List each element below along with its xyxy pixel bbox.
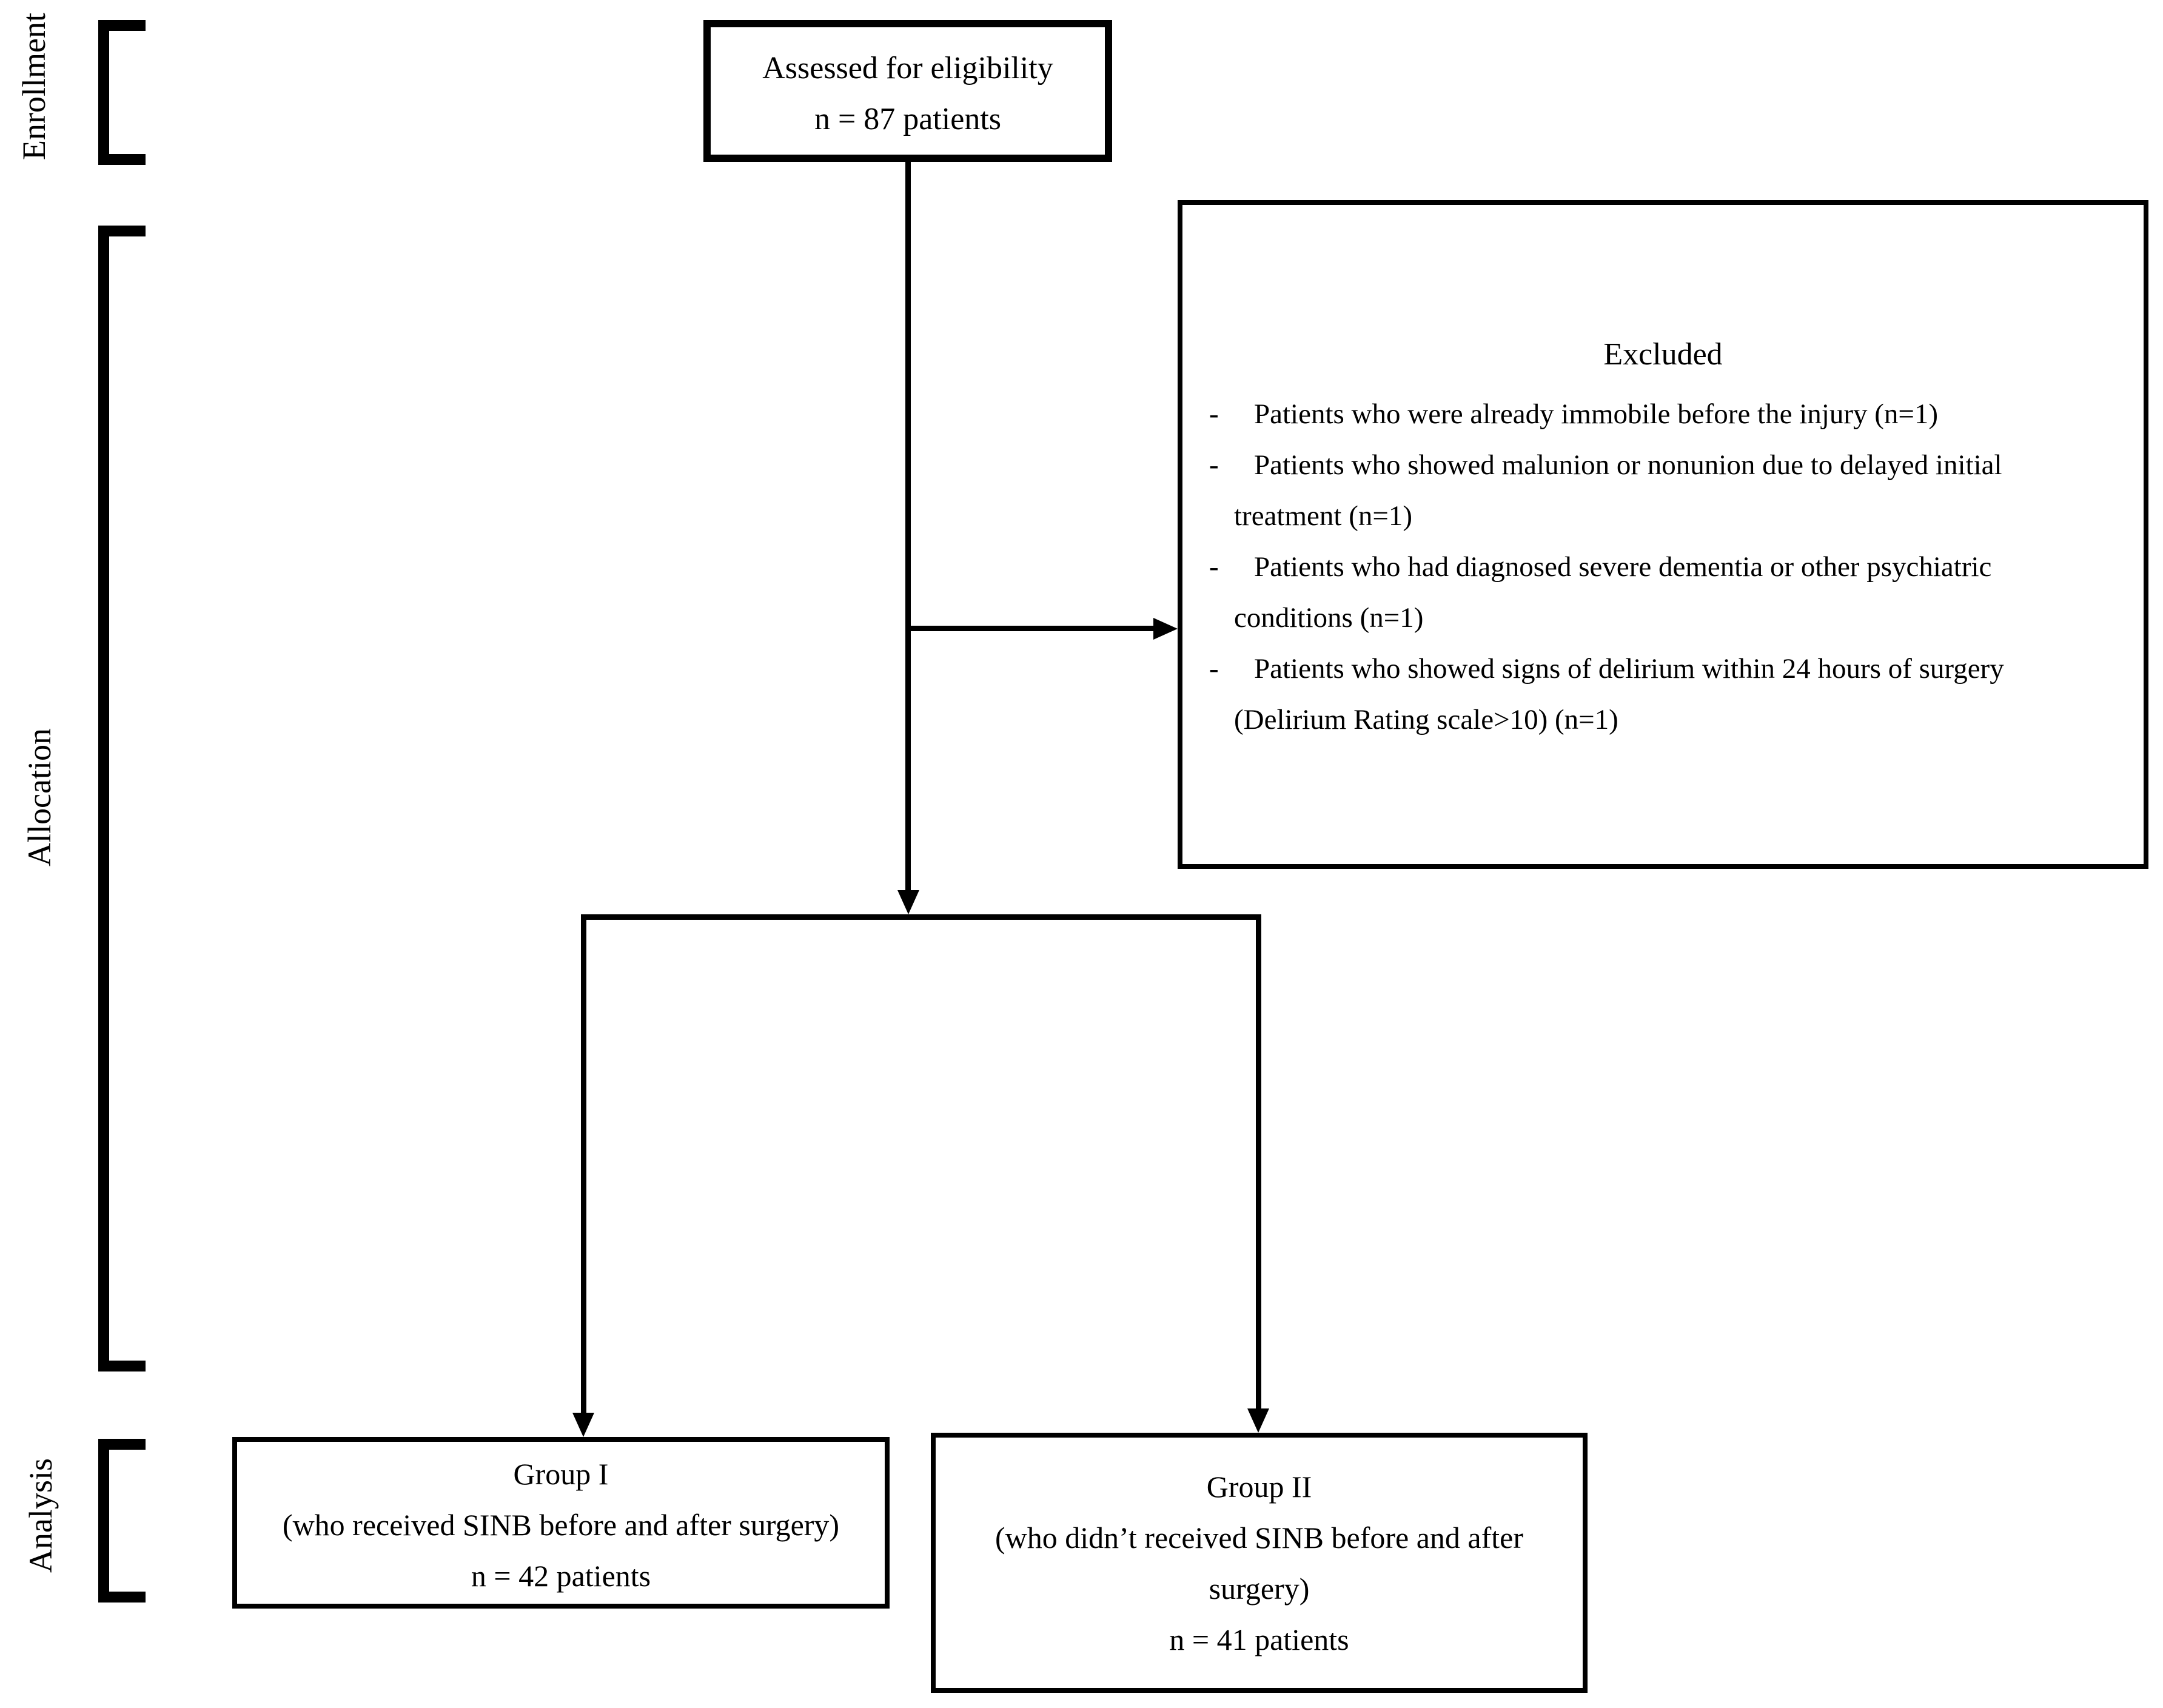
excluded-item-3-wrap: conditions (n=1) [1234, 602, 1424, 634]
excluded-title: Excluded [1603, 337, 1723, 372]
group2-description-line2: surgery) [1209, 1571, 1310, 1606]
group1-count: n = 42 patients [471, 1558, 651, 1593]
excluded-item-2: - Patients who showed malunion or nonuni… [1201, 440, 2125, 491]
excluded-item-3: - Patients who had diagnosed severe deme… [1201, 541, 2125, 592]
group2-count: n = 41 patients [1169, 1622, 1349, 1656]
arrowhead-right-excluded [1153, 618, 1178, 640]
excluded-item-4-wrap: (Delirium Rating scale>10) (n=1) [1234, 704, 1618, 735]
stage-label-allocation: Allocation [21, 728, 58, 866]
arrowhead-down-group2 [1247, 1408, 1269, 1433]
stage-label-analysis: Analysis [22, 1458, 59, 1573]
group2-title: Group II [1206, 1469, 1312, 1504]
assessed-count: n = 87 patients [814, 102, 1002, 136]
group2-box: Group II (who didn’t received SINB befor… [931, 1433, 1588, 1693]
bullet-marker: - [1209, 398, 1219, 430]
group1-box: Group I (who received SINB before and af… [232, 1437, 890, 1609]
group1-description: (who received SINB before and after surg… [282, 1507, 840, 1542]
allocation-bracket [98, 226, 146, 1371]
bullet-marker: - [1209, 653, 1219, 685]
excluded-item-2-text: Patients who showed malunion or nonunion… [1254, 449, 2002, 481]
stage-label-enrollment: Enrollment [16, 13, 52, 161]
bullet-marker: - [1209, 449, 1219, 481]
assessed-title: Assessed for eligibility [762, 51, 1053, 85]
excluded-item-1-text: Patients who were already immobile befor… [1254, 398, 1939, 430]
excluded-item-4-text: Patients who showed signs of delirium wi… [1254, 653, 2004, 685]
assessed-eligibility-box: Assessed for eligibility n = 87 patients [703, 20, 1112, 162]
excluded-item-2-wrap: treatment (n=1) [1234, 500, 1413, 532]
branch-right-down-line [1256, 914, 1261, 1410]
group2-description-line1: (who didn’t received SINB before and aft… [995, 1520, 1523, 1555]
excluded-item-4: - Patients who showed signs of delirium … [1201, 643, 2125, 694]
bullet-marker: - [1209, 551, 1219, 583]
excluded-item-1: - Patients who were already immobile bef… [1201, 389, 2125, 440]
excluded-item-3-text: Patients who had diagnosed severe dement… [1254, 551, 1992, 583]
connector-to-excluded [905, 626, 1153, 631]
analysis-bracket [98, 1439, 146, 1603]
arrowhead-down-to-branch [897, 890, 919, 914]
excluded-box: Excluded - Patients who were already imm… [1178, 200, 2148, 869]
enrollment-bracket [98, 20, 146, 165]
connector-assessed-down [905, 162, 911, 890]
arrowhead-down-group1 [572, 1413, 594, 1437]
branch-left-down-line [581, 914, 586, 1413]
branch-horizontal-line [581, 914, 1261, 920]
group1-title: Group I [513, 1456, 609, 1491]
